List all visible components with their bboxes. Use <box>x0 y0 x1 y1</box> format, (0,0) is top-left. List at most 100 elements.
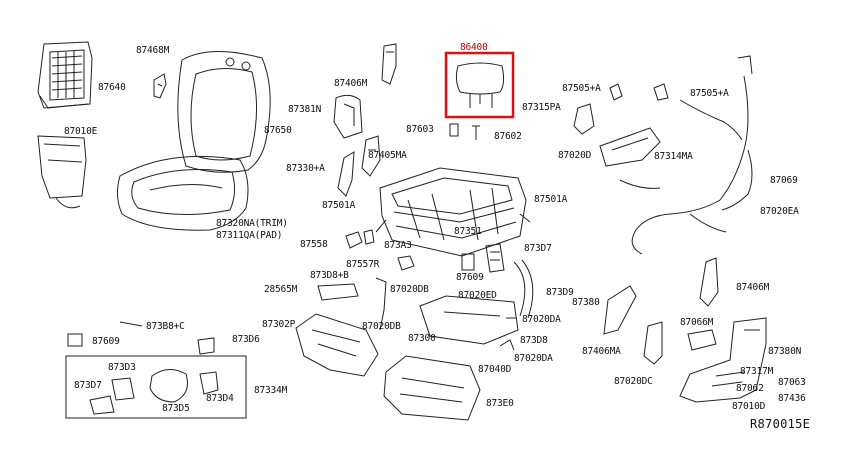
label-87650: 87650 <box>264 125 292 136</box>
seat-back-cushion-87650 <box>177 51 271 173</box>
bracket-87406M-right <box>699 257 719 307</box>
label-87609-left: 87609 <box>92 336 120 347</box>
label-87603: 87603 <box>406 124 434 135</box>
label-87406MA: 87406MA <box>582 346 621 357</box>
label-873D3: 873D3 <box>108 362 136 373</box>
label-873D5: 873D5 <box>162 403 190 414</box>
cover-87066M <box>687 329 717 351</box>
label-87609-mid: 87609 <box>456 272 484 283</box>
guide-87602 <box>472 125 480 140</box>
label-873D7-box: 873D7 <box>74 380 102 391</box>
connector-87609-left <box>67 333 83 347</box>
label-87020D: 87020D <box>558 150 592 161</box>
kit-box-87334M <box>65 355 247 419</box>
label-87300: 87300 <box>408 333 436 344</box>
bracket-87302P <box>295 313 379 377</box>
lever-87330A <box>337 151 355 197</box>
floor-pan-87300 <box>419 295 519 345</box>
label-873D7-mid: 873D7 <box>524 243 552 254</box>
bracket-87406MA <box>643 321 663 365</box>
label-87066M: 87066M <box>680 317 714 328</box>
label-87040D: 87040D <box>478 364 512 375</box>
label-87063: 87063 <box>778 377 806 388</box>
label-87640: 87640 <box>98 82 126 93</box>
clip-87020DA <box>499 317 516 351</box>
label-87501A-left: 87501A <box>322 200 356 211</box>
label-87602: 87602 <box>494 131 522 142</box>
label-87302P: 87302P <box>262 319 296 330</box>
label-873D8B: 873D8+B <box>310 270 349 281</box>
label-87020DC: 87020DC <box>614 376 653 387</box>
label-873D9: 873D9 <box>546 287 574 298</box>
side-panel-87380N <box>679 317 767 403</box>
frame-873E0 <box>383 355 481 421</box>
label-873A3: 873A3 <box>384 240 412 251</box>
cover-87405MA <box>361 135 381 177</box>
label-87505A-1: 87505+A <box>562 83 601 94</box>
label-87468M: 87468M <box>136 45 170 56</box>
label-87311QA: 87311QA(PAD) <box>216 230 283 241</box>
label-873D6: 873D6 <box>232 334 260 345</box>
harness-87069 <box>619 55 753 255</box>
cover-87315PA <box>573 103 595 135</box>
clip-87468M <box>153 73 167 99</box>
seat-cushion-87320NA <box>116 155 249 231</box>
label-87010E: 87010E <box>64 126 98 137</box>
label-87020ED: 87020ED <box>458 290 497 301</box>
seat-frame-87501A <box>375 167 531 257</box>
label-87315PA: 87315PA <box>522 102 561 113</box>
connector-873D6 <box>197 337 215 355</box>
label-28565M: 28565M <box>264 284 298 295</box>
label-87406M-top: 87406M <box>334 78 368 89</box>
label-873B8C: 873B8+C <box>146 321 185 332</box>
label-87020DA-a: 87020DA <box>522 314 561 325</box>
part-873A3 <box>363 229 375 245</box>
label-87062: 87062 <box>736 383 764 394</box>
guide-87603 <box>449 123 459 137</box>
cover-87314MA <box>599 127 661 167</box>
figure-code: R870015E <box>750 417 811 431</box>
label-87317M: 87317M <box>740 366 774 377</box>
label-873E0: 873E0 <box>486 398 514 409</box>
part-87558 <box>345 231 363 249</box>
part-87557R <box>397 255 415 271</box>
label-87330A: 87330+A <box>286 163 325 174</box>
back-panel-87010E <box>37 135 87 209</box>
label-87020DB-a: 87020DB <box>390 284 429 295</box>
label-87380: 87380 <box>572 297 600 308</box>
seat-back-frame-87640 <box>37 41 93 109</box>
label-87020DB-b: 87020DB <box>362 321 401 332</box>
bracket-87406M-top <box>381 43 397 85</box>
label-87069: 87069 <box>770 175 798 186</box>
label-86400: 86400 <box>460 42 488 53</box>
label-87505A-2: 87505+A <box>690 88 729 99</box>
cover-87381N <box>333 94 363 139</box>
label-87436: 87436 <box>778 393 806 404</box>
label-87020EA: 87020EA <box>760 206 799 217</box>
label-87320NA: 87320NA(TRIM) <box>216 218 288 229</box>
clip-87505A <box>609 83 669 101</box>
label-87557R: 87557R <box>346 259 380 270</box>
label-873D8: 873D8 <box>520 335 548 346</box>
label-87381N: 87381N <box>288 104 322 115</box>
label-87558: 87558 <box>300 239 328 250</box>
label-87314MA: 87314MA <box>654 151 693 162</box>
label-87351: 87351 <box>454 226 482 237</box>
label-87334M: 87334M <box>254 385 288 396</box>
clip-873B8C <box>119 321 143 327</box>
bracket-873D8B <box>375 277 387 331</box>
label-87020DA-b: 87020DA <box>514 353 553 364</box>
label-87405MA: 87405MA <box>368 150 407 161</box>
label-873D4: 873D4 <box>206 393 234 404</box>
connector-873D7 <box>485 243 505 273</box>
label-87406M-right: 87406M <box>736 282 770 293</box>
label-87501A-right: 87501A <box>534 194 568 205</box>
module-28565M <box>317 283 359 301</box>
harness-873D9 <box>513 259 534 319</box>
label-87010D: 87010D <box>732 401 766 412</box>
connector-87609 <box>461 253 475 271</box>
headrest-86400 <box>444 51 515 119</box>
cover-87380 <box>603 285 637 335</box>
